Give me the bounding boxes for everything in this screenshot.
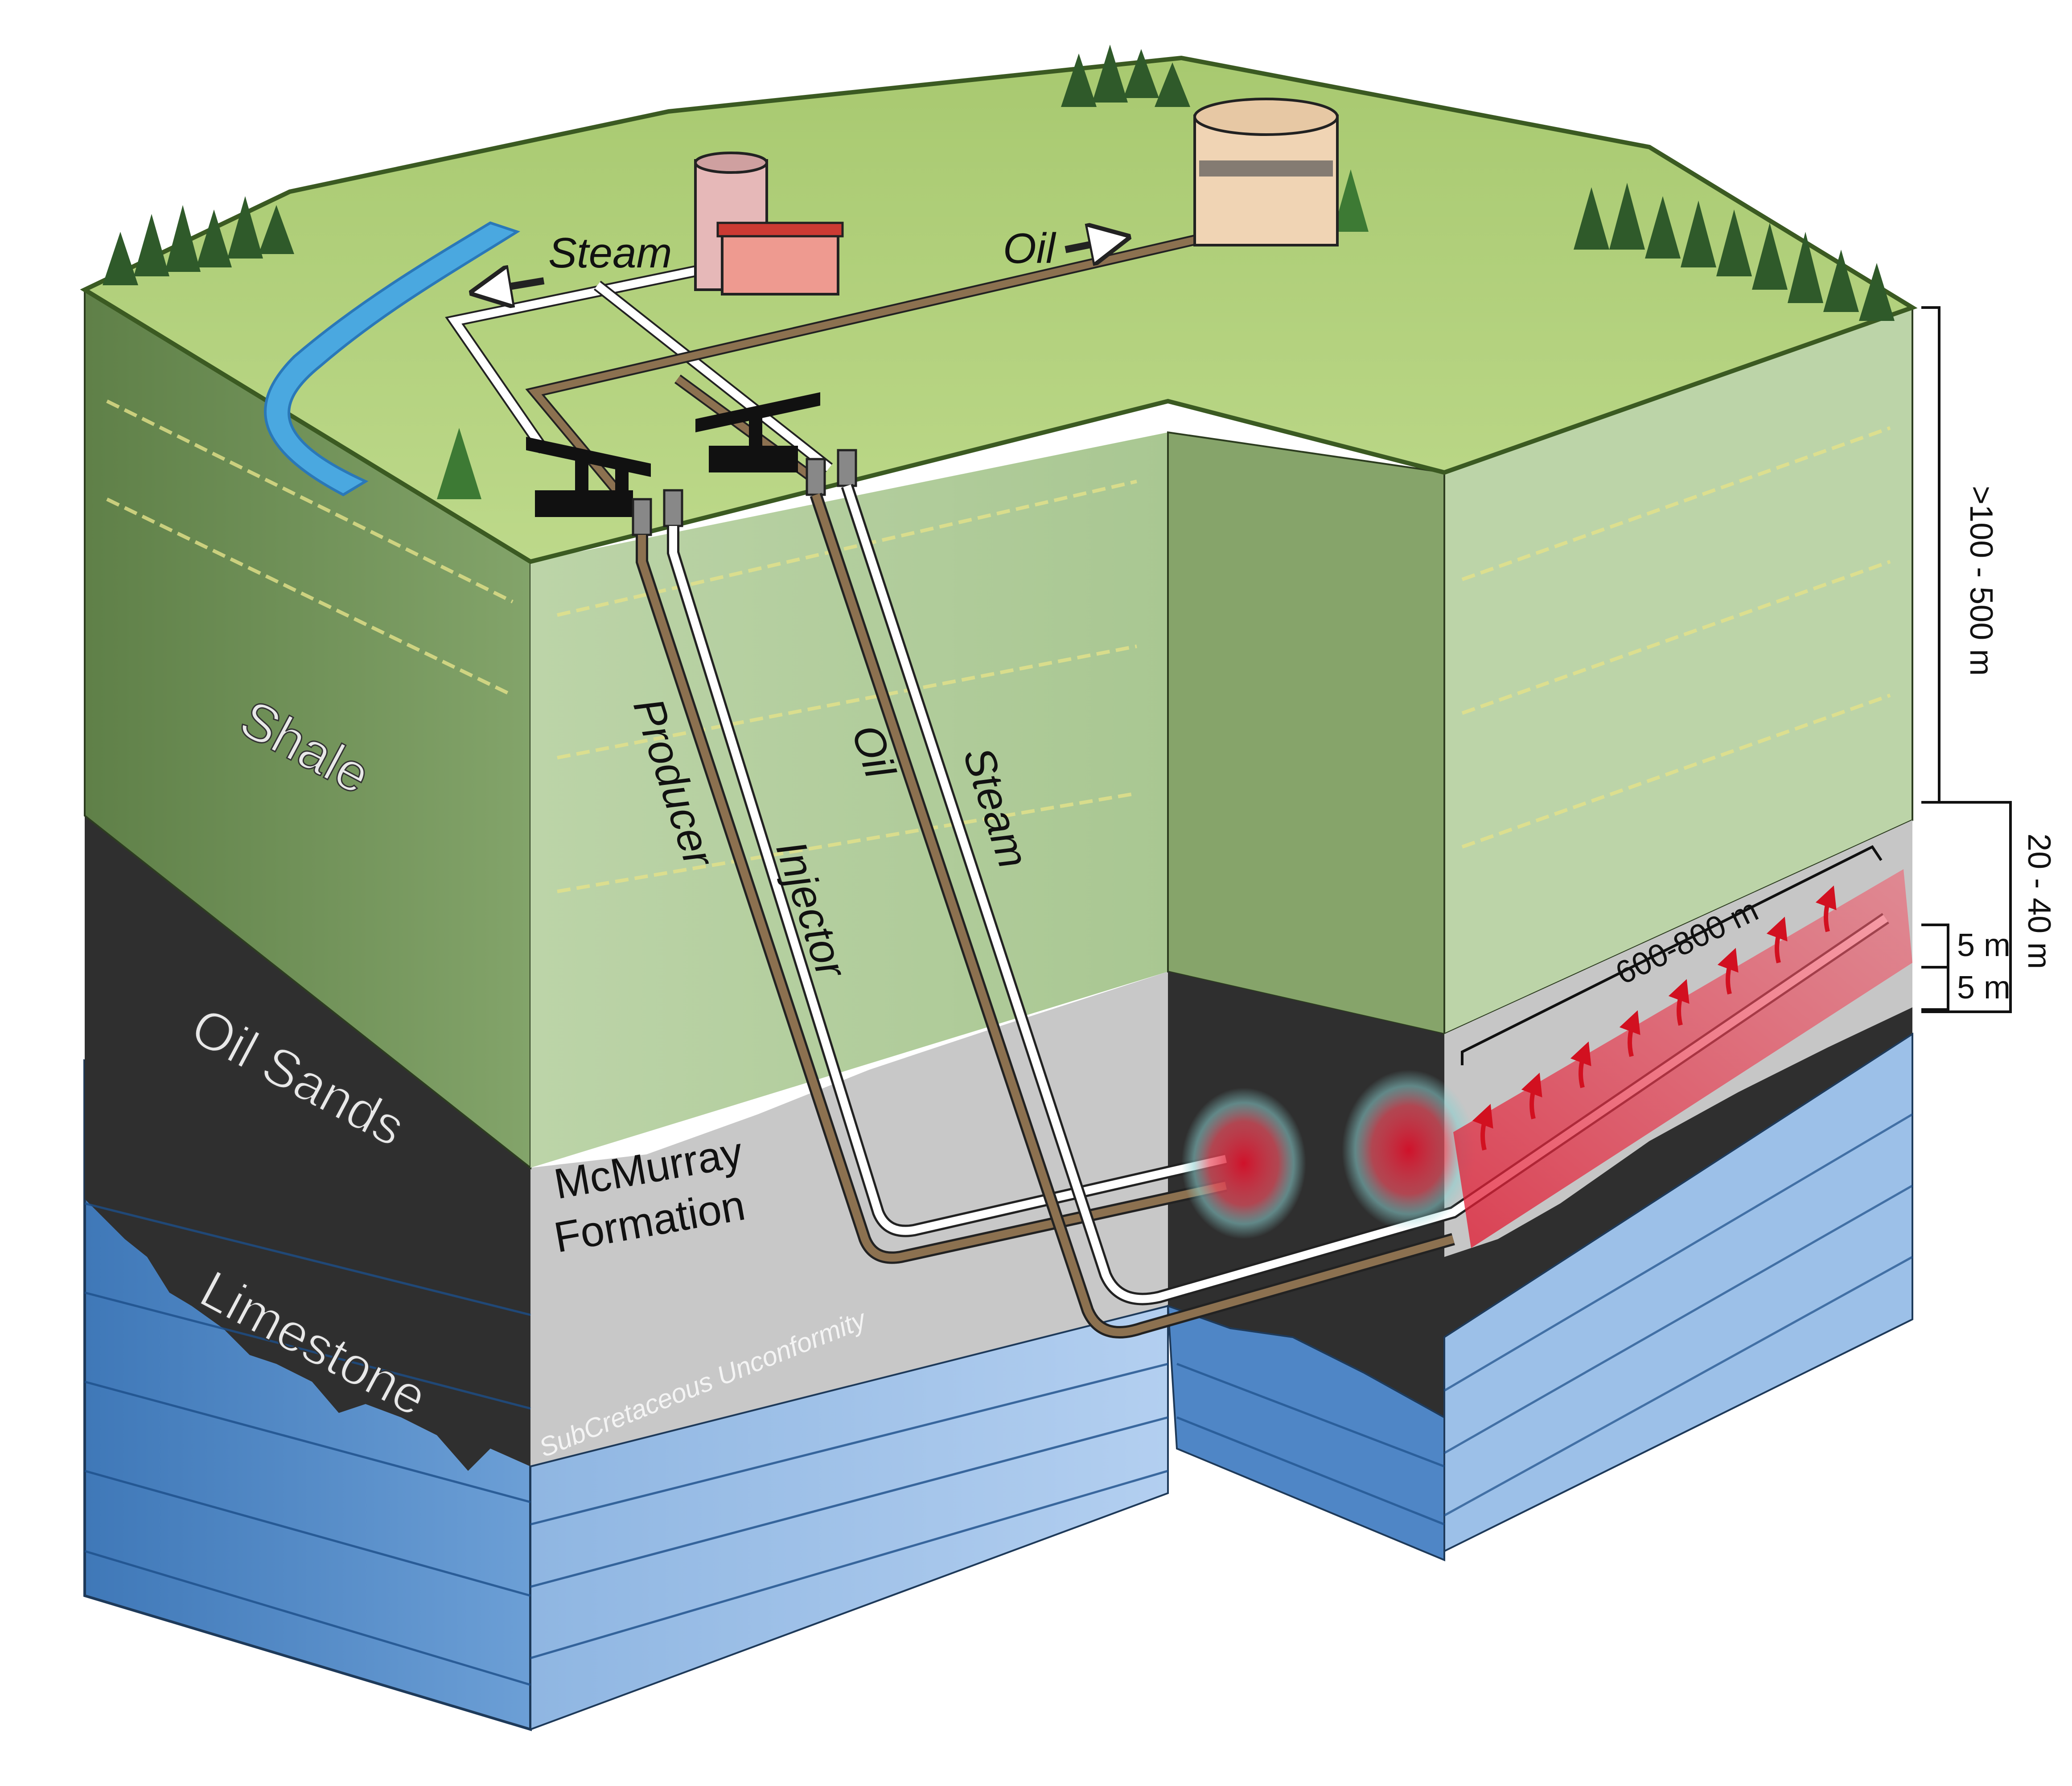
pumpjack-right: [695, 392, 820, 472]
steam-plant: [694, 152, 844, 296]
tree-cluster-right: [1574, 183, 1895, 321]
dim-gap-lower-label: 5 m: [1957, 970, 2010, 1006]
tree-cluster-left: [103, 196, 294, 285]
dim-gap-upper-bar: [1921, 924, 1949, 969]
dim-pay-label: 20 - 40 m: [2021, 833, 2057, 969]
steam-chamber-band: [1453, 869, 1912, 1248]
well-pair-2: [810, 484, 1889, 1338]
well-pair-1: [636, 526, 1228, 1264]
tree-cluster-top: [1061, 45, 1190, 107]
surface-steam-pipes: [445, 262, 833, 473]
right-oil-sands-dark: [1444, 1007, 1912, 1337]
dim-gap-lower-bar: [1921, 966, 1949, 1011]
surface-label-steam: Steam: [548, 229, 672, 277]
river: [264, 221, 520, 497]
ground-surface: [80, 45, 1918, 564]
tree-single: [437, 169, 1369, 499]
middle-shale: [1167, 431, 1445, 1035]
pumpjack-left: [526, 437, 651, 517]
storage-tank: [1193, 98, 1339, 246]
dim-horizontal-bar: [1461, 845, 1883, 1065]
left-mcmurray: [530, 972, 1168, 1466]
dimension-bars: [1461, 306, 2012, 1065]
right-limestone: [1443, 1032, 1913, 1553]
surface-label-oil: Oil: [1003, 225, 1057, 272]
dim-overburden-bar: [1921, 306, 1940, 804]
left-limestone-right: [530, 1305, 1169, 1731]
dim-gap-upper-label: 5 m: [1957, 928, 2010, 963]
steam-chamber-1: [1181, 1088, 1306, 1239]
steam-rise-arrows: [1472, 885, 1837, 1151]
steam-chamber-2: [1342, 1070, 1476, 1230]
steam-chambers: [1181, 869, 1912, 1248]
surface-arrows: [490, 241, 1110, 290]
dim-pay-bar: [1921, 801, 2012, 1013]
right-face: [1167, 306, 1913, 1561]
dim-overburden-label: >100 - 500 m: [1963, 486, 1999, 676]
